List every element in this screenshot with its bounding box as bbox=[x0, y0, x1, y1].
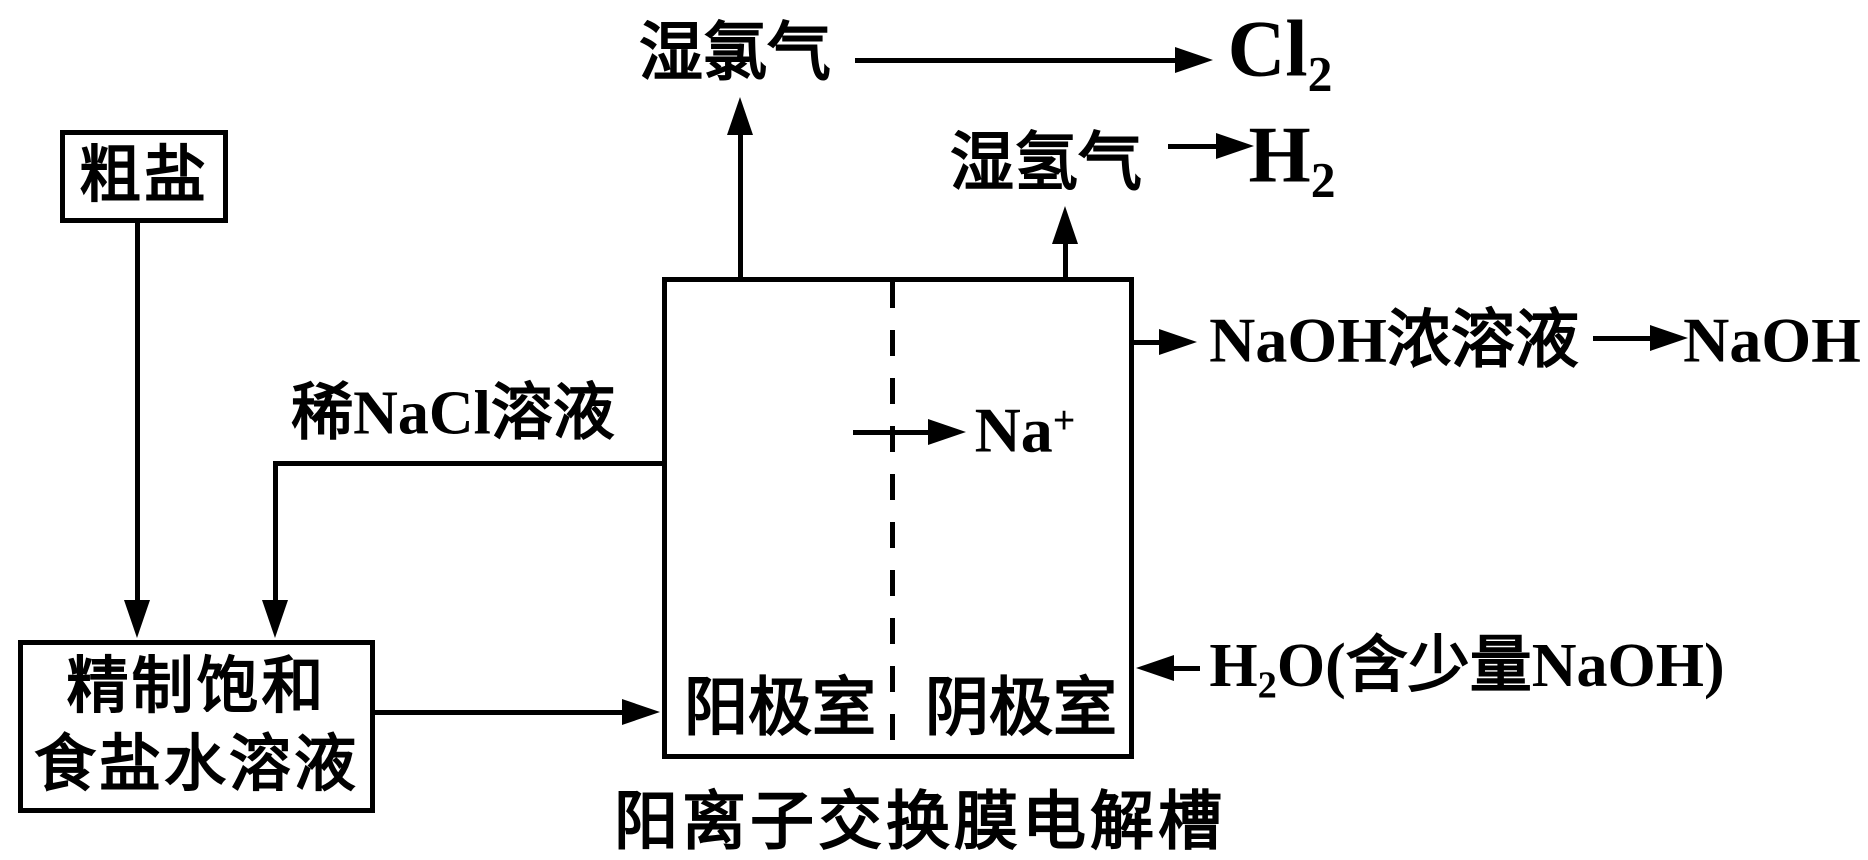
cl2-symbol: Cl bbox=[1227, 5, 1308, 94]
refined-brine-box: 精制饱和 食盐水溶液 bbox=[18, 640, 375, 813]
arrow-line bbox=[135, 223, 140, 600]
naoh-concentrated-label: NaOH浓溶液 bbox=[1209, 304, 1579, 376]
wet-hydrogen-label: 湿氢气 bbox=[950, 127, 1142, 199]
water-subscript: 2 bbox=[1257, 664, 1277, 707]
diagram-caption: 阳离子交换膜电解槽 bbox=[614, 786, 1226, 858]
arrow-line bbox=[855, 58, 1175, 63]
cl2-label: Cl2 bbox=[1228, 8, 1333, 101]
arrow-line bbox=[1172, 666, 1200, 671]
arrow-line bbox=[375, 710, 622, 715]
cl2-subscript: 2 bbox=[1307, 46, 1333, 102]
arrow-line-vertical bbox=[273, 461, 278, 600]
arrowhead-right-icon bbox=[622, 699, 660, 725]
arrowhead-up-icon bbox=[1052, 206, 1078, 244]
naoh-product-label: NaOH bbox=[1683, 304, 1861, 376]
h2-subscript: 2 bbox=[1310, 152, 1336, 208]
arrow-line bbox=[738, 133, 743, 277]
crude-salt-box: 粗盐 bbox=[60, 130, 228, 223]
cathode-chamber-label: 阴极室 bbox=[925, 672, 1117, 744]
sodium-symbol: Na bbox=[974, 394, 1053, 466]
wet-chlorine-label: 湿氯气 bbox=[639, 17, 831, 89]
arrowhead-right-icon bbox=[1159, 329, 1197, 355]
arrowhead-down-icon bbox=[262, 600, 288, 638]
arrow-line bbox=[1063, 244, 1068, 277]
crude-salt-label: 粗盐 bbox=[78, 141, 209, 210]
arrowhead-right-icon bbox=[1650, 325, 1688, 351]
sodium-ion-label: Na+ bbox=[975, 396, 1076, 463]
arrowhead-right-icon bbox=[928, 419, 966, 445]
arrow-line bbox=[1134, 340, 1159, 345]
arrowhead-left-icon bbox=[1136, 655, 1174, 681]
arrowhead-right-icon bbox=[1175, 47, 1213, 73]
water-rest-text: O(含少量NaOH) bbox=[1276, 632, 1725, 701]
anode-chamber-label: 阳极室 bbox=[684, 672, 876, 744]
electrolysis-cell-box bbox=[662, 277, 1134, 759]
arrow-line-horizontal bbox=[275, 461, 662, 466]
dilute-nacl-label: 稀NaCl溶液 bbox=[291, 379, 615, 448]
refined-brine-label-line1: 精制饱和 bbox=[66, 653, 327, 721]
refined-brine-label-line2: 食盐水溶液 bbox=[33, 730, 359, 799]
h2-symbol: H bbox=[1248, 111, 1311, 200]
water-h-symbol: H bbox=[1209, 632, 1258, 701]
arrowhead-up-icon bbox=[727, 97, 753, 135]
arrowhead-down-icon bbox=[124, 600, 150, 638]
arrow-line bbox=[853, 430, 928, 435]
sodium-superscript: + bbox=[1052, 398, 1076, 443]
arrowhead-right-icon bbox=[1216, 133, 1254, 159]
water-input-label: H2O(含少量NaOH) bbox=[1209, 634, 1724, 706]
arrow-line bbox=[1168, 144, 1216, 149]
arrow-line bbox=[1593, 336, 1650, 341]
cation-exchange-membrane-dashed-line bbox=[890, 282, 895, 753]
h2-label: H2 bbox=[1248, 114, 1335, 207]
